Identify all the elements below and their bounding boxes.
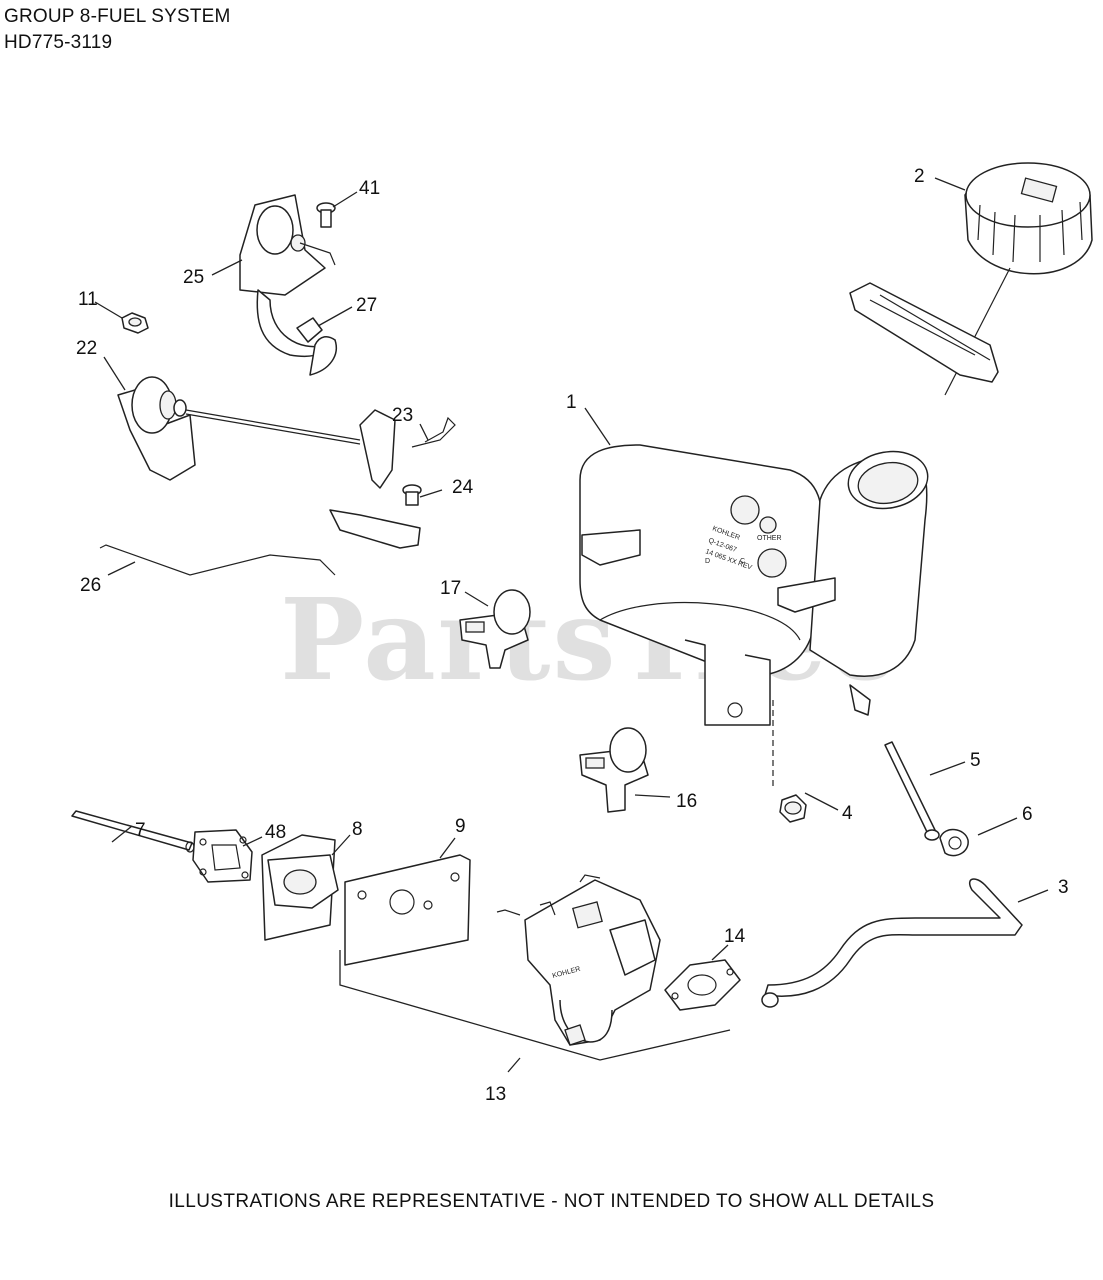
callout-48: 48 <box>265 822 286 843</box>
diagram-title: GROUP 8-FUEL SYSTEM <box>4 6 231 27</box>
part-13-carburetor[interactable]: KOHLER <box>496 874 661 1046</box>
part-4-nut[interactable] <box>779 794 807 823</box>
part-5-bolt[interactable] <box>884 741 940 841</box>
disclaimer-text: ILLUSTRATIONS ARE REPRESENTATIVE - NOT I… <box>168 1191 935 1212</box>
callout-17: 17 <box>440 578 461 599</box>
part-17-grommet[interactable] <box>459 589 531 669</box>
part-3-fuel-hose[interactable] <box>761 878 1023 1008</box>
part-6-clamp[interactable] <box>939 828 969 857</box>
tank-other-mark: OTHER <box>757 535 782 542</box>
part-41-screw[interactable] <box>316 202 336 228</box>
callout-41: 41 <box>359 178 380 199</box>
part-25-bracket-assembly[interactable] <box>239 194 337 376</box>
callout-24: 24 <box>452 477 474 498</box>
callout-2: 2 <box>914 166 925 187</box>
part-27-clamp[interactable] <box>296 317 323 343</box>
callout-3: 3 <box>1058 877 1069 898</box>
callout-25: 25 <box>183 267 204 288</box>
part-2-fuel-cap[interactable] <box>849 162 1093 396</box>
callout-11: 11 <box>78 289 98 310</box>
tank-c-mark: C <box>740 558 745 565</box>
callout-16: 16 <box>676 791 697 812</box>
part-11-nut[interactable] <box>121 312 149 334</box>
tank-d-mark: D <box>705 558 710 565</box>
callout-1: 1 <box>566 392 577 413</box>
callout-26: 26 <box>80 575 101 596</box>
callout-22: 22 <box>76 338 97 359</box>
callout-23: 23 <box>392 405 413 426</box>
part-24-screw[interactable] <box>402 484 422 506</box>
callout-4: 4 <box>842 803 853 824</box>
part-7-stud[interactable] <box>71 810 195 853</box>
part-1-fuel-tank[interactable]: KOHLER Q-12-067 14 065 XX REV D C OTHER <box>579 444 932 790</box>
callout-27: 27 <box>356 295 377 316</box>
model-number: HD775-3119 <box>4 32 113 53</box>
callout-5: 5 <box>970 750 981 771</box>
part-8-spacer[interactable] <box>261 834 339 941</box>
callout-13: 13 <box>485 1084 506 1105</box>
callout-7: 7 <box>135 820 146 841</box>
part-22-control-assembly[interactable] <box>117 376 421 549</box>
part-23-clip[interactable] <box>411 416 456 448</box>
callout-8: 8 <box>352 819 363 840</box>
part-9-gasket-plate[interactable] <box>344 854 471 966</box>
callout-14: 14 <box>724 926 746 947</box>
callout-6: 6 <box>1022 804 1033 825</box>
part-16-grommet[interactable] <box>579 727 649 813</box>
part-26-linkage-rod[interactable] <box>99 544 336 576</box>
part-14-gasket[interactable] <box>664 959 741 1011</box>
callout-9: 9 <box>455 816 466 837</box>
part-48-gasket[interactable] <box>192 829 253 883</box>
